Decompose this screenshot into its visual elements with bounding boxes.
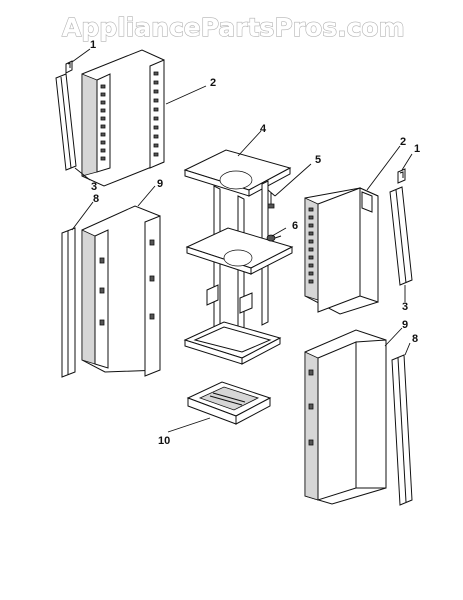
part-1-clip-right (397, 168, 406, 184)
callout-4: 4 (260, 123, 267, 135)
part-9-cover-right (304, 329, 387, 505)
part-6-screw (266, 234, 282, 242)
callout-9-left: 9 (157, 178, 163, 190)
callout-9-right: 9 (402, 319, 408, 331)
part-3-strip-right (389, 186, 413, 286)
part-1-clip-left (65, 60, 73, 74)
part-3-strip-left (55, 73, 77, 171)
callout-8-left: 8 (93, 193, 99, 205)
watermark-text: AppliancePartsPros.com (62, 13, 405, 42)
callout-6: 6 (292, 220, 298, 232)
callout-1-right: 1 (414, 143, 420, 155)
part-4-support-frame (183, 149, 294, 365)
part-8-strip-left (61, 227, 76, 378)
callout-10: 10 (158, 435, 170, 447)
part-2-side-panel-left (81, 49, 165, 187)
part-10-drip-tray (186, 381, 272, 425)
leader-lines (71, 48, 413, 433)
callout-1-left: 1 (90, 39, 96, 51)
callout-2-left: 2 (210, 77, 216, 89)
callout-2-right: 2 (400, 136, 406, 148)
callout-labels: 1 2 3 4 5 6 8 9 10 2 1 3 9 8 (90, 39, 420, 447)
part-5-screw (267, 189, 276, 209)
part-9-cover-left (81, 205, 161, 377)
callout-3-right: 3 (402, 301, 408, 313)
part-2-side-panel-right (304, 187, 379, 315)
callout-5: 5 (315, 154, 321, 166)
part-8-strip-right (391, 354, 413, 506)
callout-8-right: 8 (412, 333, 418, 345)
callout-3-left: 3 (91, 181, 97, 193)
